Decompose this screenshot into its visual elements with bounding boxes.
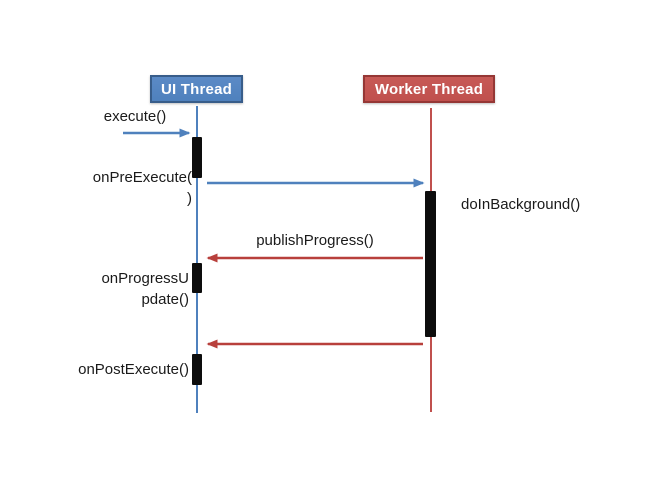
ui-activation-bar-progress-update [192, 263, 202, 293]
ui-thread-lifeline [196, 106, 198, 413]
execute-label: execute() [103, 108, 167, 125]
ui-thread-header-label: UI Thread [161, 80, 232, 98]
worker-thread-header: Worker Thread [363, 75, 495, 103]
do-in-background-label: doInBackground() [461, 196, 581, 213]
on-progress-update-label: onProgressU pdate() [101, 270, 189, 308]
on-pre-execute-label: onPreExecute( ) [92, 169, 192, 207]
publish-progress-label: publishProgress() [256, 232, 374, 249]
ui-thread-header: UI Thread [150, 75, 243, 103]
worker-thread-header-label: Worker Thread [374, 80, 484, 98]
on-post-execute-label: onPostExecute() [78, 361, 189, 378]
ui-activation-bar-pre-execute [192, 137, 202, 178]
worker-activation-bar-do-in-background [425, 191, 436, 337]
ui-activation-bar-post-execute [192, 354, 202, 385]
